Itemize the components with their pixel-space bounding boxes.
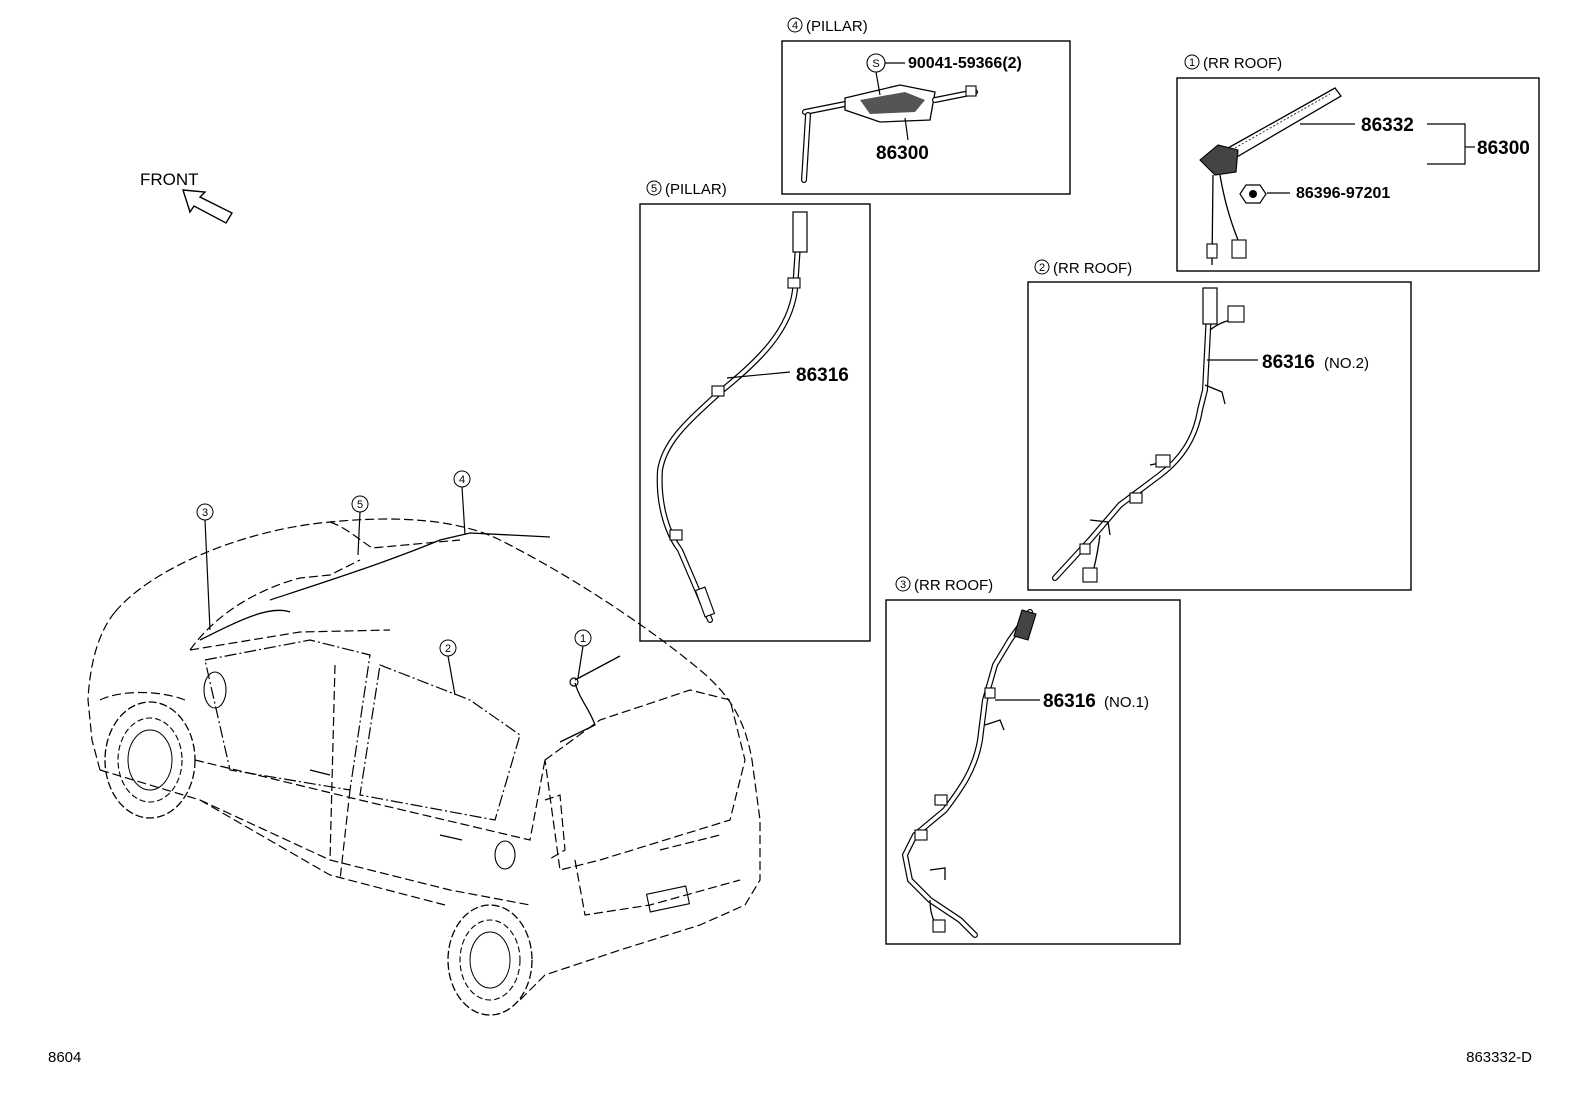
panel-3-title: (RR ROOF)	[914, 577, 993, 594]
part-number-86332: 86332	[1361, 115, 1414, 136]
svg-text:5: 5	[651, 183, 657, 195]
callout-3-car: 3	[196, 503, 214, 521]
callout-4-car: 4	[453, 470, 471, 488]
vehicle-outline	[87, 486, 761, 1016]
callout-1-car: 1	[574, 629, 592, 647]
svg-text:2: 2	[1039, 262, 1045, 274]
part-suffix-no1: (NO.1)	[1104, 694, 1149, 711]
illustration-code-right: 863332-D	[1466, 1049, 1532, 1066]
panel-5-title: (PILLAR)	[665, 181, 727, 198]
svg-text:3: 3	[900, 579, 906, 591]
svg-text:S: S	[872, 58, 879, 70]
svg-text:1: 1	[1189, 57, 1195, 69]
front-wheel	[104, 701, 196, 819]
part-number-86316-no1: 86316	[1043, 691, 1096, 712]
part-number-86300-pillar: 86300	[876, 143, 929, 164]
panel-3-rr-roof: 3 (RR ROOF) 86316 (NO.1)	[885, 576, 1181, 945]
svg-text:2: 2	[445, 643, 451, 655]
svg-text:1: 1	[580, 633, 586, 645]
part-number-86316-pillar: 86316	[796, 365, 849, 386]
panel-1-title: (RR ROOF)	[1203, 55, 1282, 72]
panel-5-pillar: 5 (PILLAR) 86316	[639, 180, 871, 642]
svg-text:5: 5	[357, 499, 363, 511]
svg-text:4: 4	[792, 20, 798, 32]
part-number-86316-no2: 86316	[1262, 352, 1315, 373]
part-number-86300-roof: 86300	[1477, 138, 1530, 159]
panel-4-title: (PILLAR)	[806, 18, 868, 35]
panel-2-title: (RR ROOF)	[1053, 260, 1132, 277]
svg-text:3: 3	[202, 507, 208, 519]
front-label: FRONT	[140, 170, 199, 189]
front-arrow-icon	[182, 189, 233, 224]
rear-wheel	[447, 904, 533, 1016]
panel-1-rr-roof: 1 (RR ROOF) 86396-97201 86332 86300	[1176, 54, 1540, 272]
panel-4-pillar: 4 (PILLAR) S 90041-59366(2) 86300	[781, 17, 1071, 195]
panel-2-rr-roof: 2 (RR ROOF) 86316 (NO.2)	[1027, 259, 1412, 591]
front-indicator: FRONT	[140, 170, 233, 224]
part-suffix-no2: (NO.2)	[1324, 355, 1369, 372]
svg-text:4: 4	[459, 474, 465, 486]
callout-5-car: 5	[351, 495, 369, 513]
page-code-left: 8604	[48, 1049, 81, 1066]
part-number-86396-97201: 86396-97201	[1296, 185, 1390, 202]
part-number-90041-59366: 90041-59366(2)	[908, 55, 1022, 72]
callout-2-car: 2	[439, 639, 457, 657]
antenna-rod-icon	[1227, 87, 1342, 159]
